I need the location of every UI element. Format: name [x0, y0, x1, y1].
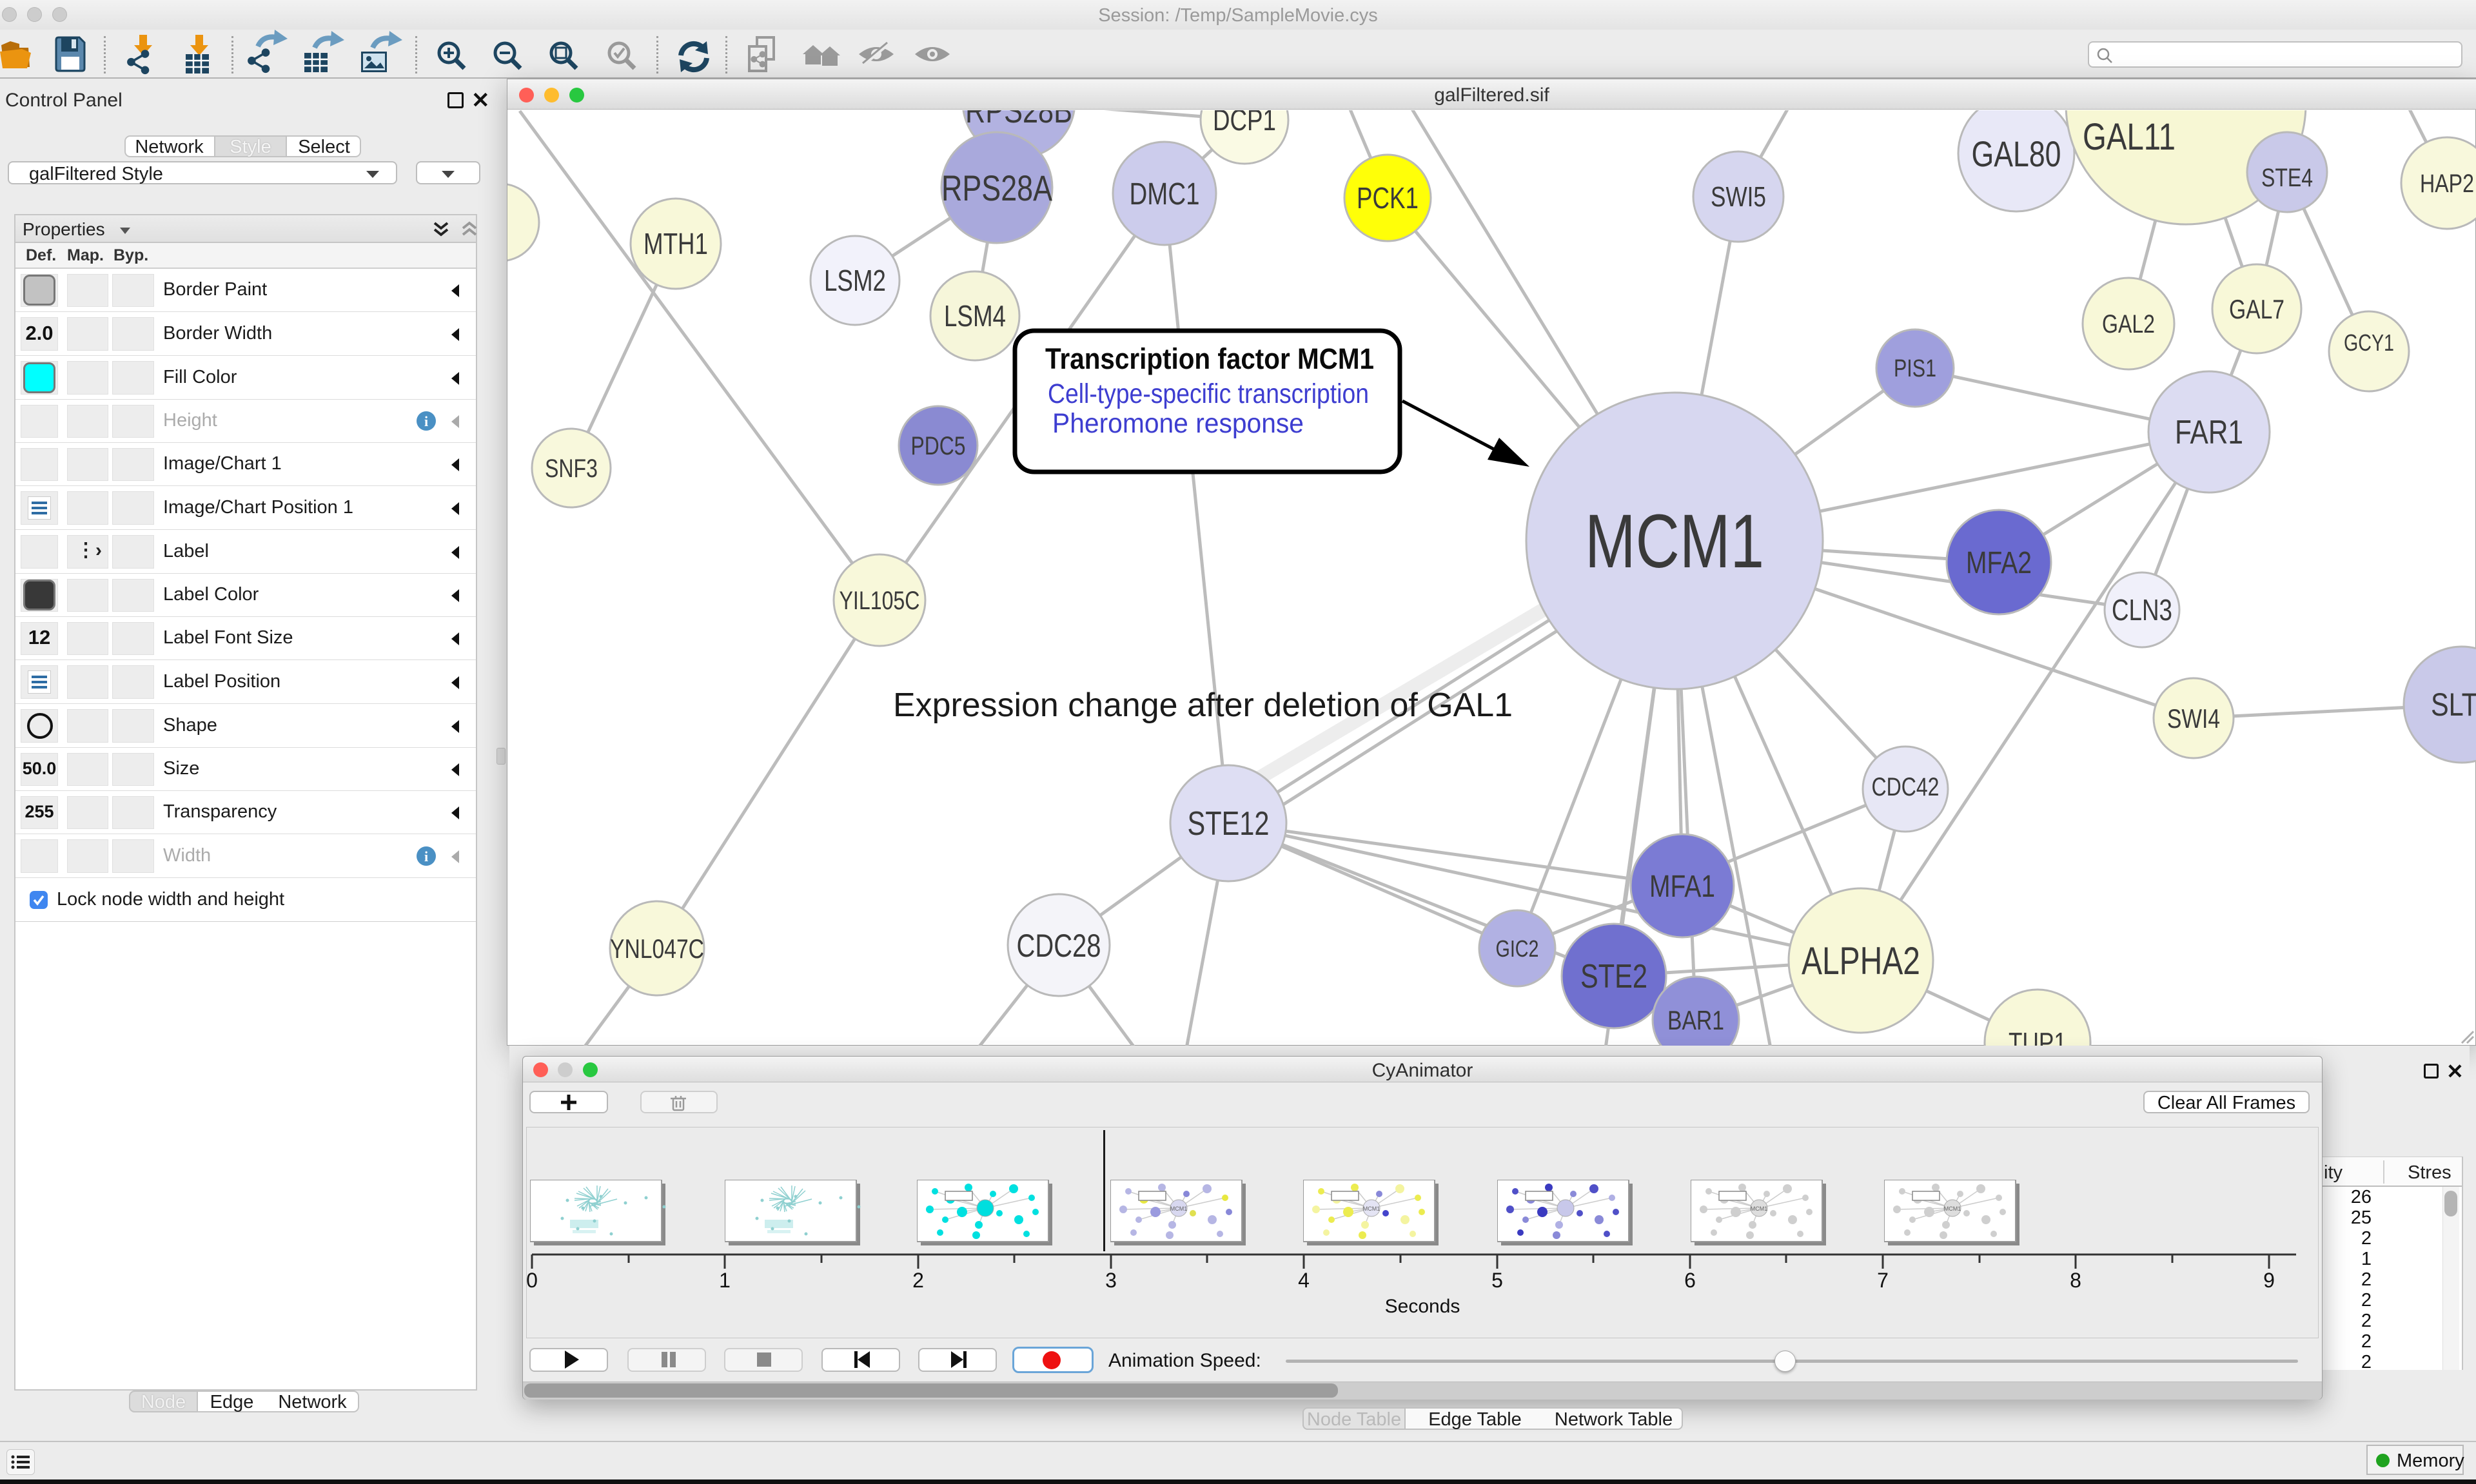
svg-text:MCM1: MCM1 [1170, 1206, 1188, 1212]
svg-text:MFA2: MFA2 [1966, 546, 2032, 580]
svg-text:TUP1: TUP1 [2009, 1027, 2067, 1046]
svg-text:SWI5: SWI5 [1711, 181, 1766, 213]
svg-text:SNF3: SNF3 [545, 454, 598, 483]
svg-text:MCM1: MCM1 [1751, 1206, 1768, 1212]
svg-text:Transcription factor MCM1: Transcription factor MCM1 [1045, 342, 1374, 375]
svg-text:RPS28A: RPS28A [941, 168, 1053, 208]
svg-text:MCM1: MCM1 [1944, 1206, 1961, 1212]
svg-text:GCY1: GCY1 [2344, 329, 2394, 356]
svg-text:CLN3: CLN3 [2112, 593, 2172, 627]
svg-text:RPS28B: RPS28B [965, 110, 1072, 130]
svg-text:YNL047C: YNL047C [610, 933, 704, 964]
svg-text:SLT2: SLT2 [2431, 687, 2476, 723]
svg-text:GAL80: GAL80 [1972, 133, 2061, 174]
svg-text:PIS1: PIS1 [1894, 355, 1936, 382]
svg-text:DCP1: DCP1 [1213, 110, 1276, 137]
svg-text:PDC5: PDC5 [911, 432, 966, 460]
svg-text:GIC2: GIC2 [1496, 935, 1539, 962]
svg-text:MTH1: MTH1 [644, 227, 708, 260]
svg-text:Cell-type-specific transcripti: Cell-type-specific transcription [1048, 378, 1369, 409]
svg-text:i: i [424, 848, 428, 864]
svg-text:Expression change after deleti: Expression change after deletion of GAL1 [893, 687, 1513, 724]
svg-text:YIL105C: YIL105C [840, 587, 920, 615]
svg-text:HAP2: HAP2 [2420, 170, 2474, 198]
svg-text:i: i [424, 413, 428, 429]
svg-text:BAR1: BAR1 [1667, 1005, 1724, 1035]
svg-text:STE2: STE2 [1580, 958, 1647, 995]
svg-text:MCM1: MCM1 [1363, 1206, 1380, 1212]
svg-text:STE4: STE4 [2261, 164, 2313, 192]
svg-text:MCM1: MCM1 [1585, 499, 1764, 584]
svg-text:ALPHA2: ALPHA2 [1802, 939, 1920, 982]
svg-text:SWI4: SWI4 [2167, 703, 2220, 734]
svg-text:FAR1: FAR1 [2175, 414, 2243, 451]
svg-text:STE12: STE12 [1188, 805, 1270, 843]
svg-text:Pheromone response: Pheromone response [1052, 408, 1304, 439]
svg-text:LSM4: LSM4 [944, 299, 1006, 333]
svg-text:GAL2: GAL2 [2102, 310, 2155, 338]
svg-text:DMC1: DMC1 [1130, 177, 1200, 211]
svg-text:GAL11: GAL11 [2083, 116, 2176, 158]
svg-text:GAL7: GAL7 [2229, 294, 2284, 324]
svg-text:MFA1: MFA1 [1649, 870, 1715, 904]
svg-text:LSM2: LSM2 [824, 264, 886, 297]
svg-text:CDC28: CDC28 [1017, 928, 1101, 964]
svg-text:PCK1: PCK1 [1357, 181, 1419, 215]
svg-text:CDC42: CDC42 [1872, 773, 1940, 801]
